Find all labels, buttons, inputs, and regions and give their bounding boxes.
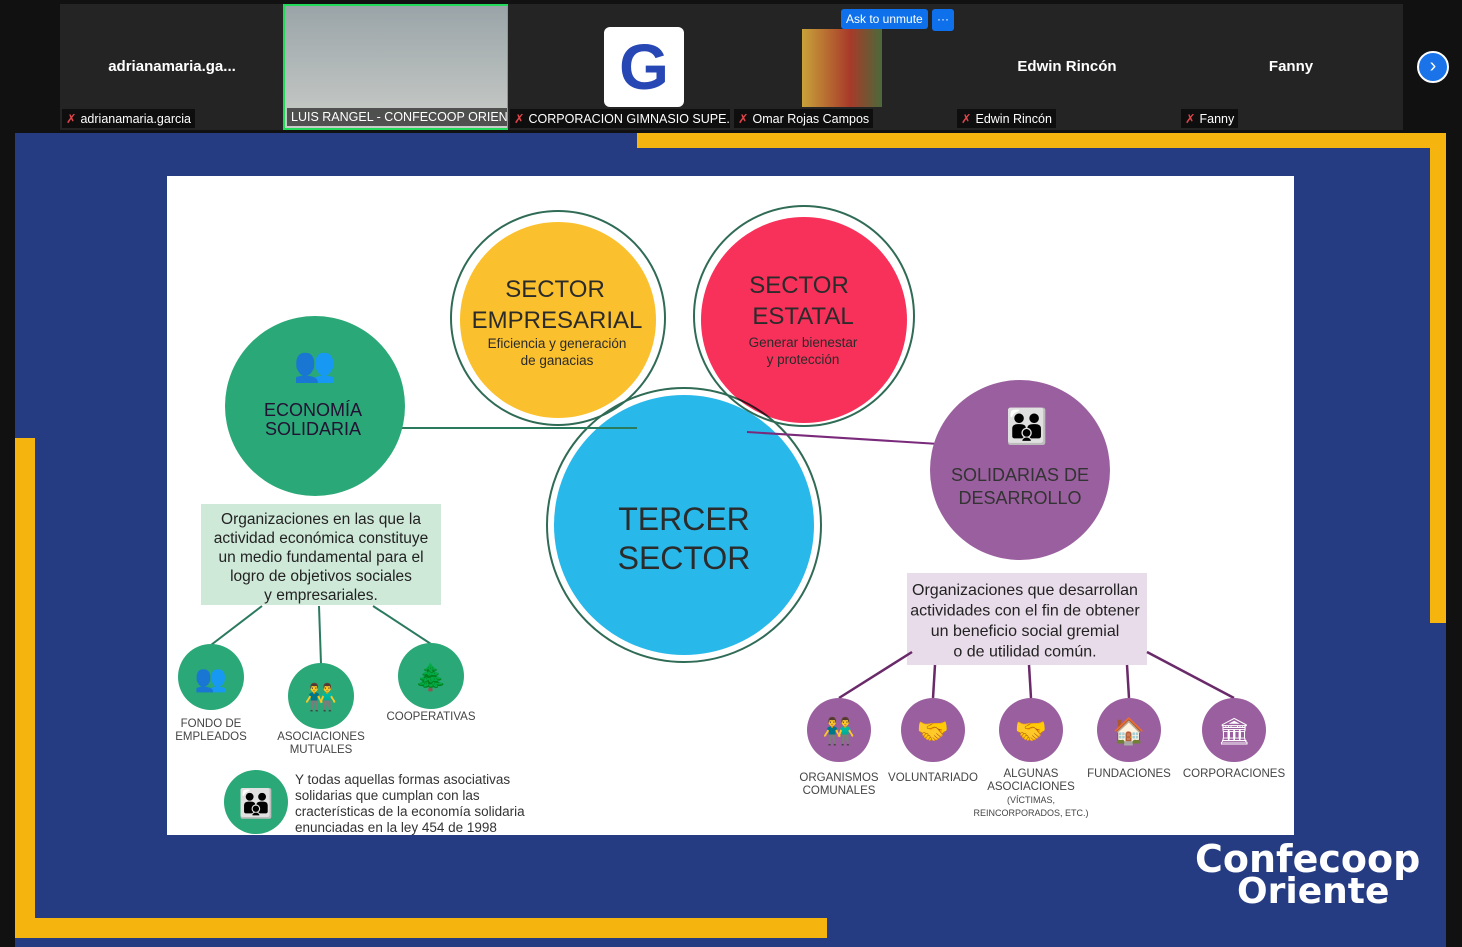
- label: cracterísticas de la economía solidaria: [295, 804, 525, 819]
- label: ASOCIACIONES: [277, 731, 365, 743]
- label: solidarias que cumplan con las: [295, 788, 480, 803]
- category-icon-circle: [288, 663, 354, 729]
- label: EMPRESARIAL: [472, 307, 643, 334]
- sector-empresarial-circle: [460, 222, 656, 418]
- label: ORGANISMOS: [799, 772, 879, 784]
- label: REINCORPORADOS, ETC.): [973, 808, 1088, 818]
- muted-mic-icon: ✗: [1185, 112, 1196, 126]
- label: COMUNALES: [803, 785, 876, 797]
- label: SOLIDARIAS DE: [951, 465, 1089, 485]
- label: ASOCIACIONES: [987, 781, 1075, 793]
- people-icon: 👥: [294, 346, 336, 384]
- category-icon: 🤝: [1015, 716, 1047, 746]
- participant-tile[interactable]: LUIS RANGEL - CONFECOOP ORIEN...: [283, 4, 509, 130]
- label: o de utilidad común.: [953, 644, 1096, 661]
- label: Organizaciones que desarrollan: [912, 582, 1138, 599]
- video-feed: [802, 29, 882, 107]
- frame-bar: [637, 133, 1446, 148]
- participant-label: ✗CORPORACION GIMNASIO SUPE...: [510, 109, 730, 128]
- solidarias-desarrollo-circle: [930, 380, 1110, 560]
- category-icon: 🏛: [1217, 716, 1250, 746]
- category-icon-circle: [901, 698, 965, 762]
- muted-mic-icon: ✗: [514, 112, 525, 126]
- muted-mic-icon: ✗: [738, 112, 749, 126]
- label: COOPERATIVAS: [386, 711, 475, 723]
- participant-name: Edwin Rincón: [1017, 58, 1117, 75]
- people-icon-circle: [224, 770, 288, 834]
- participant-label: ✗Edwin Rincón: [957, 109, 1056, 128]
- label: SECTOR: [618, 540, 751, 576]
- label: ECONOMÍA: [264, 400, 362, 420]
- more-options-button[interactable]: ···: [932, 9, 954, 31]
- label: Y todas aquellas formas asociativas: [295, 772, 510, 787]
- label: un beneficio social gremial: [931, 623, 1120, 640]
- video-feed: [285, 6, 507, 128]
- participant-tile[interactable]: Edwin Rincón ✗Edwin Rincón: [955, 4, 1179, 130]
- frame-bar: [1430, 133, 1446, 623]
- label: FUNDACIONES: [1087, 768, 1171, 780]
- label: DESARROLLO: [958, 488, 1081, 508]
- label: logro de objetivos sociales: [230, 568, 412, 585]
- category-icon: 👬: [305, 682, 337, 712]
- ask-to-unmute-button[interactable]: Ask to unmute: [841, 9, 928, 29]
- participant-label: ✗Omar Rojas Campos: [734, 109, 874, 128]
- label: ESTATAL: [752, 303, 853, 330]
- participant-tile[interactable]: adrianamaria.ga... ✗adrianamaria.garcia: [60, 4, 284, 130]
- economia-solidaria-circle: [225, 316, 405, 496]
- participant-name: Fanny: [1268, 58, 1314, 75]
- label: de ganacias: [521, 353, 594, 368]
- participant-name: adrianamaria.ga...: [108, 58, 236, 75]
- label: MUTUALES: [290, 744, 353, 756]
- group-icon: 👪: [1006, 407, 1048, 446]
- category-icon: 🏠: [1113, 716, 1145, 746]
- group-icon: 👪: [239, 787, 274, 820]
- category-icon-circle: [178, 644, 244, 710]
- category-icon-circle: [999, 698, 1063, 762]
- muted-mic-icon: ✗: [66, 112, 77, 126]
- label: VOLUNTARIADO: [888, 772, 978, 784]
- label: TERCER: [618, 501, 750, 537]
- label: ALGUNAS: [1004, 768, 1059, 780]
- participant-label: ✗Fanny: [1181, 109, 1239, 128]
- label: actividad económica constituye: [214, 530, 429, 547]
- label: CORPORACIONES: [1183, 768, 1286, 780]
- confecoop-logo: Confecoop Oriente: [1195, 837, 1421, 912]
- category-icon-circle: [1097, 698, 1161, 762]
- category-icon: 👬: [823, 716, 855, 746]
- label: SECTOR: [749, 272, 849, 299]
- muted-mic-icon: ✗: [961, 112, 972, 126]
- participant-label: ✗adrianamaria.garcia: [62, 109, 195, 128]
- category-icon: 👥: [195, 663, 227, 693]
- label: SECTOR: [505, 276, 605, 303]
- tercer-sector-circle: [554, 395, 814, 655]
- label: enunciadas en la ley 454 de 1998: [295, 820, 497, 835]
- presentation-slide: SECTOR EMPRESARIAL Eficiencia y generaci…: [167, 176, 1294, 835]
- label: y empresariales.: [264, 587, 378, 604]
- label: Eficiencia y generación: [488, 336, 627, 351]
- label: SOLIDARIA: [265, 419, 361, 439]
- label: (VÍCTIMAS,: [1007, 795, 1055, 805]
- category-icon-circle: [1202, 698, 1266, 762]
- label: un medio fundamental para el: [218, 549, 423, 566]
- organization-logo: G: [604, 27, 684, 107]
- participant-label: LUIS RANGEL - CONFECOOP ORIEN...: [287, 108, 507, 126]
- category-icon: 🌲: [415, 662, 447, 692]
- participant-tile[interactable]: G ✗CORPORACION GIMNASIO SUPE...: [508, 4, 732, 130]
- sector-estatal-circle: [701, 217, 907, 423]
- participant-tile[interactable]: ✗Omar Rojas Campos: [732, 4, 956, 130]
- frame-bar: [15, 438, 35, 938]
- label: Organizaciones en las que la: [221, 511, 421, 528]
- label: y protección: [767, 352, 840, 367]
- label: EMPLEADOS: [175, 731, 247, 743]
- label: actividades con el fin de obtener: [910, 603, 1140, 620]
- category-icon-circle: [398, 643, 464, 709]
- next-page-button[interactable]: ›: [1417, 51, 1449, 83]
- label: Generar bienestar: [749, 335, 858, 350]
- category-icon: 🤝: [917, 716, 949, 746]
- category-icon-circle: [807, 698, 871, 762]
- participant-tile[interactable]: Fanny ✗Fanny: [1179, 4, 1403, 130]
- frame-bar: [15, 918, 827, 938]
- label: FONDO DE: [181, 718, 242, 730]
